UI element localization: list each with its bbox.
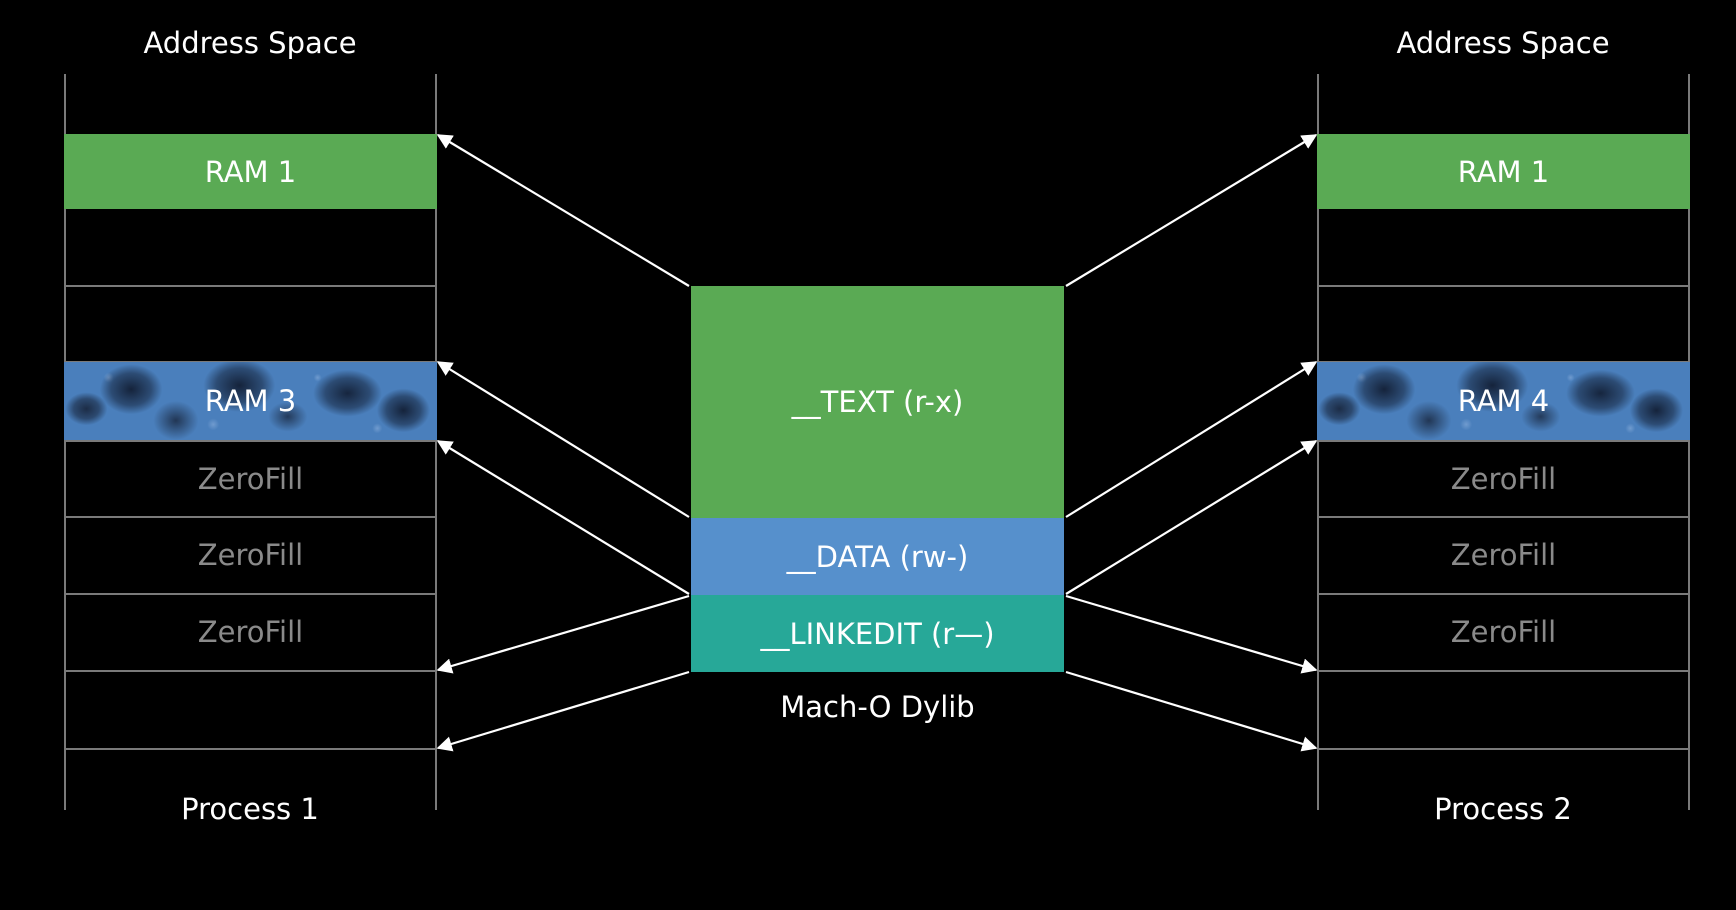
linkedit-segment: __LINKEDIT (r—) bbox=[691, 595, 1064, 672]
arrow-linkedit-to-right-row8 bbox=[1065, 594, 1318, 674]
arrow-data-to-right-ram4 bbox=[1065, 361, 1318, 518]
right-divider-7 bbox=[1317, 670, 1690, 672]
right-address-space-heading: Address Space bbox=[1396, 26, 1610, 60]
left-row-zerofill-2-label: ZeroFill bbox=[197, 537, 304, 572]
linkedit-segment-label: __LINKEDIT (r—) bbox=[760, 616, 995, 651]
arrow-text-to-right-ram1 bbox=[1065, 134, 1318, 287]
right-row-zerofill-2: ZeroFill bbox=[1317, 516, 1690, 593]
right-row-ram1: RAM 1 bbox=[1317, 134, 1690, 209]
right-process-label: Process 2 bbox=[1434, 792, 1572, 826]
right-column-right-edge bbox=[1688, 74, 1690, 810]
left-column-left-edge bbox=[64, 74, 66, 810]
text-segment-label: __TEXT (r-x) bbox=[791, 385, 964, 419]
arrow-data-to-right-zerofill bbox=[1065, 440, 1318, 595]
arrow-data-to-left-zerofill bbox=[436, 440, 690, 595]
right-divider-2 bbox=[1317, 285, 1690, 287]
left-address-space-heading: Address Space bbox=[143, 26, 357, 60]
left-divider-8 bbox=[64, 748, 437, 750]
left-row-zerofill-3: ZeroFill bbox=[64, 593, 437, 670]
right-column-left-edge bbox=[1317, 74, 1319, 810]
left-process-label: Process 1 bbox=[181, 792, 319, 826]
data-segment: __DATA (rw-) bbox=[691, 518, 1064, 595]
arrow-linkedit-to-left-row8 bbox=[436, 594, 690, 674]
left-row-zerofill-2: ZeroFill bbox=[64, 516, 437, 593]
left-column-right-edge bbox=[435, 74, 437, 810]
right-row-zerofill-2-label: ZeroFill bbox=[1450, 537, 1557, 572]
right-row-zerofill-1: ZeroFill bbox=[1317, 440, 1690, 517]
left-divider-5 bbox=[64, 516, 437, 518]
left-row-zerofill-1: ZeroFill bbox=[64, 440, 437, 517]
dylib-caption: Mach-O Dylib bbox=[780, 690, 975, 724]
right-divider-5 bbox=[1317, 516, 1690, 518]
right-row-ram4-label: RAM 4 bbox=[1457, 384, 1550, 418]
text-segment: __TEXT (r-x) bbox=[691, 286, 1064, 518]
arrow-linkedit-to-left-row9 bbox=[436, 670, 690, 752]
data-segment-label: __DATA (rw-) bbox=[786, 539, 969, 574]
left-divider-2 bbox=[64, 285, 437, 287]
left-row-zerofill-3-label: ZeroFill bbox=[197, 614, 304, 649]
right-row-ram1-label: RAM 1 bbox=[1457, 154, 1550, 189]
right-divider-8 bbox=[1317, 748, 1690, 750]
right-row-zerofill-3: ZeroFill bbox=[1317, 593, 1690, 670]
arrow-data-to-left-ram3 bbox=[436, 361, 690, 518]
right-divider-4 bbox=[1317, 440, 1690, 442]
left-row-zerofill-1-label: ZeroFill bbox=[197, 461, 304, 496]
right-divider-6 bbox=[1317, 593, 1690, 595]
arrow-linkedit-to-right-row9 bbox=[1065, 670, 1318, 752]
left-divider-6 bbox=[64, 593, 437, 595]
left-row-ram1: RAM 1 bbox=[64, 134, 437, 209]
right-row-zerofill-1-label: ZeroFill bbox=[1450, 461, 1557, 496]
right-row-zerofill-3-label: ZeroFill bbox=[1450, 614, 1557, 649]
left-divider-4 bbox=[64, 440, 437, 442]
left-divider-7 bbox=[64, 670, 437, 672]
left-row-ram3: RAM 3 bbox=[64, 362, 437, 440]
left-row-ram1-label: RAM 1 bbox=[204, 154, 297, 189]
arrow-text-to-left-ram1 bbox=[436, 134, 690, 287]
right-row-ram4: RAM 4 bbox=[1317, 362, 1690, 440]
left-row-ram3-label: RAM 3 bbox=[204, 384, 297, 418]
